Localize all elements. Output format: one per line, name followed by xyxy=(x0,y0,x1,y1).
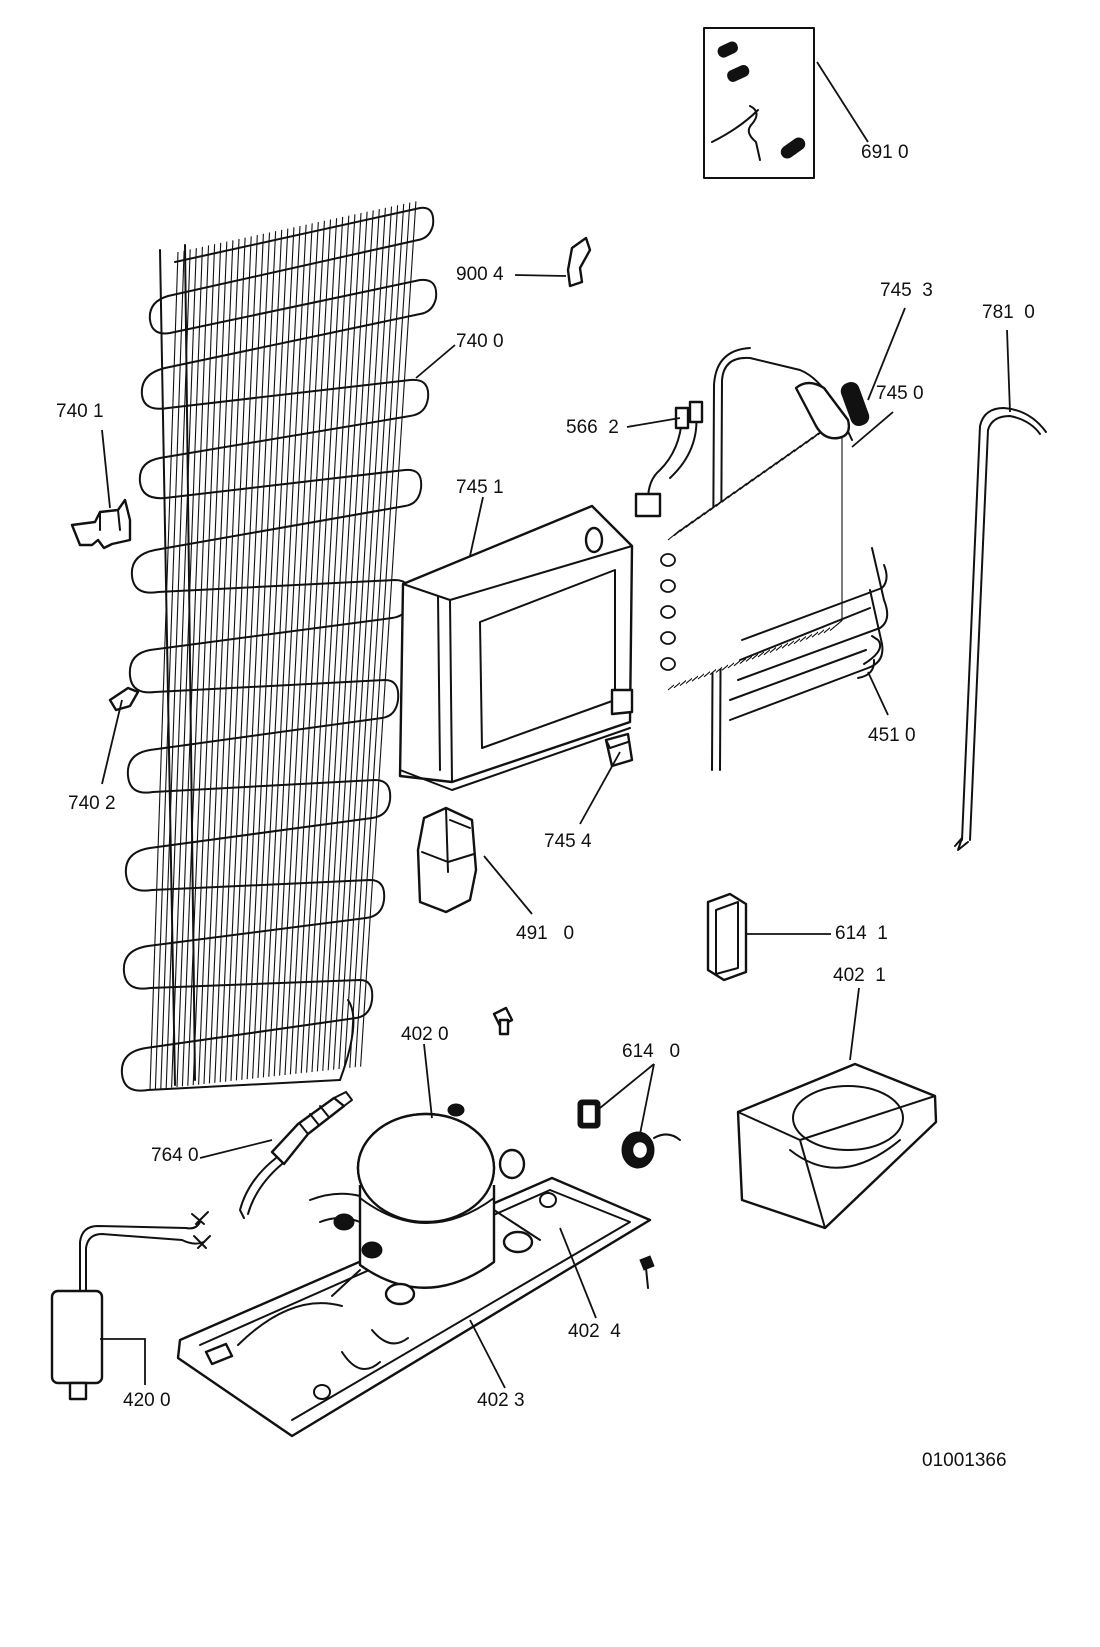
filter-drier-764 xyxy=(239,1091,353,1219)
clip-7401 xyxy=(70,498,132,550)
condenser-wire xyxy=(225,233,264,1082)
condenser-wire xyxy=(214,236,252,1083)
condenser-wire xyxy=(273,222,319,1077)
condenser-wire xyxy=(338,206,393,1070)
condenser-wire xyxy=(181,244,216,1087)
condenser-wire xyxy=(246,228,289,1080)
condenser-wire xyxy=(295,216,344,1074)
condenser-wire xyxy=(230,232,271,1082)
condenser-wire xyxy=(327,209,380,1071)
screw-top xyxy=(492,1006,514,1036)
accessory-kit-691 xyxy=(703,27,815,179)
condenser-wire xyxy=(252,227,295,1079)
sleeve-7453 xyxy=(840,382,870,426)
condenser-wire xyxy=(289,218,338,1075)
condenser-wire xyxy=(165,248,197,1089)
part-ref-7640: 764 0 xyxy=(151,1145,199,1166)
condenser-wire xyxy=(343,205,399,1069)
part-ref-4020: 402 0 xyxy=(401,1024,449,1045)
condenser-wire xyxy=(262,224,307,1078)
evaporator-tube-bend xyxy=(660,553,676,567)
condenser-wire xyxy=(300,215,350,1074)
part-ref-7453: 745 3 xyxy=(880,280,933,301)
condenser-wire xyxy=(316,211,368,1072)
condenser-wire xyxy=(149,251,179,1091)
compressor-4020 xyxy=(176,1103,652,1438)
drawing-number: 01001366 xyxy=(922,1450,1007,1471)
part-ref-7400: 740 0 xyxy=(456,331,504,352)
part-ref-7451: 745 1 xyxy=(456,477,504,498)
thermostat-block-491 xyxy=(416,806,478,914)
part-ref-4023: 402 3 xyxy=(477,1390,525,1411)
clip-7402 xyxy=(108,686,140,712)
condenser-wire xyxy=(268,223,313,1077)
part-ref-5662: 566 2 xyxy=(566,417,619,438)
condenser-wire xyxy=(192,241,228,1086)
part-ref-6910: 691 0 xyxy=(861,142,909,163)
condenser-wire xyxy=(311,212,362,1073)
part-ref-7401: 740 1 xyxy=(56,401,104,422)
evaporator-cover-7451 xyxy=(398,504,634,791)
part-ref-7810: 781 0 xyxy=(982,302,1035,323)
capacitor-420 xyxy=(50,1211,211,1401)
part-ref-4021: 402 1 xyxy=(833,965,886,986)
connector-5662 xyxy=(634,400,704,518)
part-ref-4200: 420 0 xyxy=(123,1390,171,1411)
condenser-wire xyxy=(219,235,258,1083)
part-ref-4910: 491 0 xyxy=(516,923,575,944)
condenser-740 xyxy=(120,201,438,1092)
condenser-wire xyxy=(176,245,210,1088)
condenser-wire xyxy=(171,246,203,1088)
condenser-wire xyxy=(284,219,332,1076)
compressor-base-tray-4021 xyxy=(736,1062,938,1230)
part-ref-7450: 745 0 xyxy=(876,383,924,404)
part-ref-4510: 451 0 xyxy=(868,725,916,746)
part-ref-6140: 614 0 xyxy=(622,1041,681,1062)
condenser-wire xyxy=(241,229,283,1080)
condenser-wire xyxy=(235,231,277,1081)
condenser-wire xyxy=(203,238,240,1085)
condenser-wire xyxy=(257,225,301,1079)
evaporator-tube-bend xyxy=(660,579,676,593)
evaporator-fins xyxy=(660,415,843,691)
screw-plate xyxy=(639,1255,655,1289)
part-ref-7454: 745 4 xyxy=(544,831,592,852)
condenser-wire xyxy=(279,220,325,1076)
condenser-wire xyxy=(154,250,185,1090)
relay-6140 xyxy=(577,1099,681,1169)
evaporator-tube-bend xyxy=(660,631,676,645)
condenser-wire xyxy=(354,202,411,1068)
clip-9004 xyxy=(566,236,592,288)
condenser-wire xyxy=(306,214,356,1073)
evaporator-tube-bend xyxy=(660,605,676,619)
condenser-wire xyxy=(198,240,234,1085)
condenser-wire xyxy=(349,203,405,1068)
condenser-wire xyxy=(208,237,246,1084)
part-ref-7402: 740 2 xyxy=(68,793,116,814)
condenser-wire xyxy=(322,210,374,1071)
part-ref-6141: 614 1 xyxy=(835,923,888,944)
evaporator-tube-bend xyxy=(660,657,676,671)
leader-lines xyxy=(100,61,1011,1389)
tube-781 xyxy=(954,407,1047,851)
evaporator-fin xyxy=(829,415,843,632)
condenser-wire xyxy=(360,201,417,1067)
evaporator-7450 xyxy=(660,347,889,771)
box-6141 xyxy=(706,892,748,982)
bracket-7454 xyxy=(604,732,634,768)
part-ref-4024: 402 4 xyxy=(568,1321,621,1342)
condenser-wires xyxy=(149,201,417,1091)
condenser-wire xyxy=(160,249,191,1089)
part-ref-9004: 900 4 xyxy=(456,264,504,285)
condenser-wire xyxy=(333,207,386,1070)
